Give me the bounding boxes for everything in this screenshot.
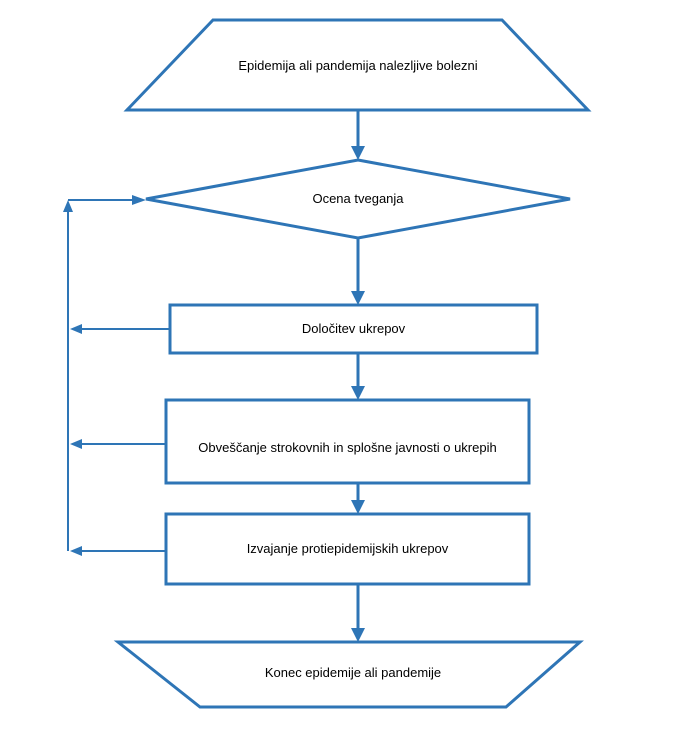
determine-measures-node-shape [168, 303, 539, 355]
inform-public-node-shape [164, 398, 531, 485]
arrowhead-risk-to-measures [351, 291, 365, 305]
arrowhead-implement-to-end [351, 628, 365, 642]
end-node-label: Konec epidemije ali pandemije [264, 665, 442, 680]
feedback-from-inform-arrowhead [70, 439, 82, 449]
feedback-from-implement-arrowhead [70, 546, 82, 556]
feedback-from-measures-arrowhead [70, 324, 82, 334]
start-node-shape [123, 18, 592, 112]
feedback-loop-up-arrowhead [63, 200, 73, 212]
implement-measures-node-label: Izvajanje protiepidemijskih ukrepov [246, 541, 449, 556]
determine-measures-node-label: Določitev ukrepov [301, 321, 406, 336]
implement-measures-node-shape [164, 512, 531, 586]
risk-assessment-node-label: Ocena tveganja [312, 191, 404, 206]
arrowhead-start-to-risk [351, 146, 365, 160]
end-node-shape [113, 640, 584, 709]
inform-public-node-label: Obveščanje strokovnih in splošne javnost… [198, 440, 497, 455]
arrowhead-inform-to-implement [351, 500, 365, 514]
feedback-to-risk-arrowhead [132, 195, 146, 205]
start-node-label: Epidemija ali pandemija nalezljive bolez… [238, 58, 478, 73]
arrowhead-measures-to-inform [351, 386, 365, 400]
